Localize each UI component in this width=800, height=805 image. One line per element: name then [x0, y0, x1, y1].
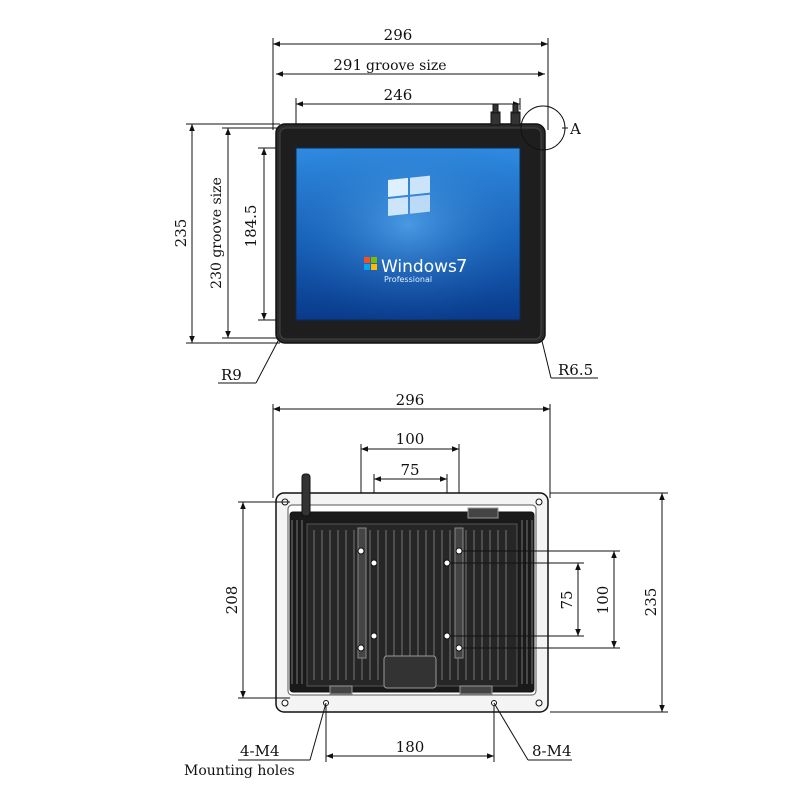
mount-holes-label: Mounting holes	[184, 763, 295, 779]
front-view	[186, 38, 598, 384]
os-version-text: 7	[456, 256, 467, 277]
os-name-text: Windows	[381, 257, 457, 277]
rear-vesa-inner-h-label: 75	[400, 461, 419, 479]
rear-connector-block	[383, 655, 437, 689]
corner-radius-right-label: R6.5	[558, 361, 593, 379]
r9-leader	[255, 340, 279, 384]
front-screen-height-label: 184.5	[242, 205, 260, 248]
rear-vesa-inner-v-label: 75	[558, 590, 576, 609]
windows-flag-icon	[364, 257, 377, 270]
front-height-label: 235	[172, 219, 190, 248]
front-width-label: 296	[384, 26, 413, 44]
os-edition-text: Professional	[384, 275, 432, 284]
front-groove-width-note: groove size	[366, 58, 446, 74]
rear-view	[238, 404, 668, 762]
r65-leader	[541, 340, 552, 379]
vesa-holes-callout: 8-M4	[532, 742, 572, 760]
antenna-connectors	[490, 103, 521, 126]
rear-width-label: 296	[396, 391, 425, 409]
front-groove-height-label: 230 groove size	[209, 177, 225, 289]
windows-logo-icon	[388, 175, 430, 216]
rear-mount-height-label: 208	[223, 586, 241, 615]
mount-holes-callout: 4-M4	[240, 742, 280, 760]
front-groove-width-label: 291	[333, 56, 362, 74]
rear-height-label: 235	[642, 588, 660, 617]
front-view-labels: 296 291 groove size 246 235 230 groove s…	[172, 26, 593, 384]
rear-mount-span-label: 180	[396, 738, 425, 756]
rear-antenna	[301, 473, 311, 517]
vesa-holes	[357, 547, 463, 652]
m4-mount-leader	[309, 702, 327, 761]
rear-view-labels: 296 100 75 208 75 100 235 180 4-M4 Mount…	[184, 391, 660, 779]
rear-vesa-outer-h-label: 100	[396, 430, 425, 448]
corner-radius-left-label: R9	[221, 366, 242, 384]
m4-vesa-leader	[493, 702, 529, 761]
rear-vesa-outer-v-label: 100	[594, 586, 612, 615]
front-screen-width-label: 246	[384, 86, 413, 104]
detail-marker-label: A	[569, 120, 581, 138]
